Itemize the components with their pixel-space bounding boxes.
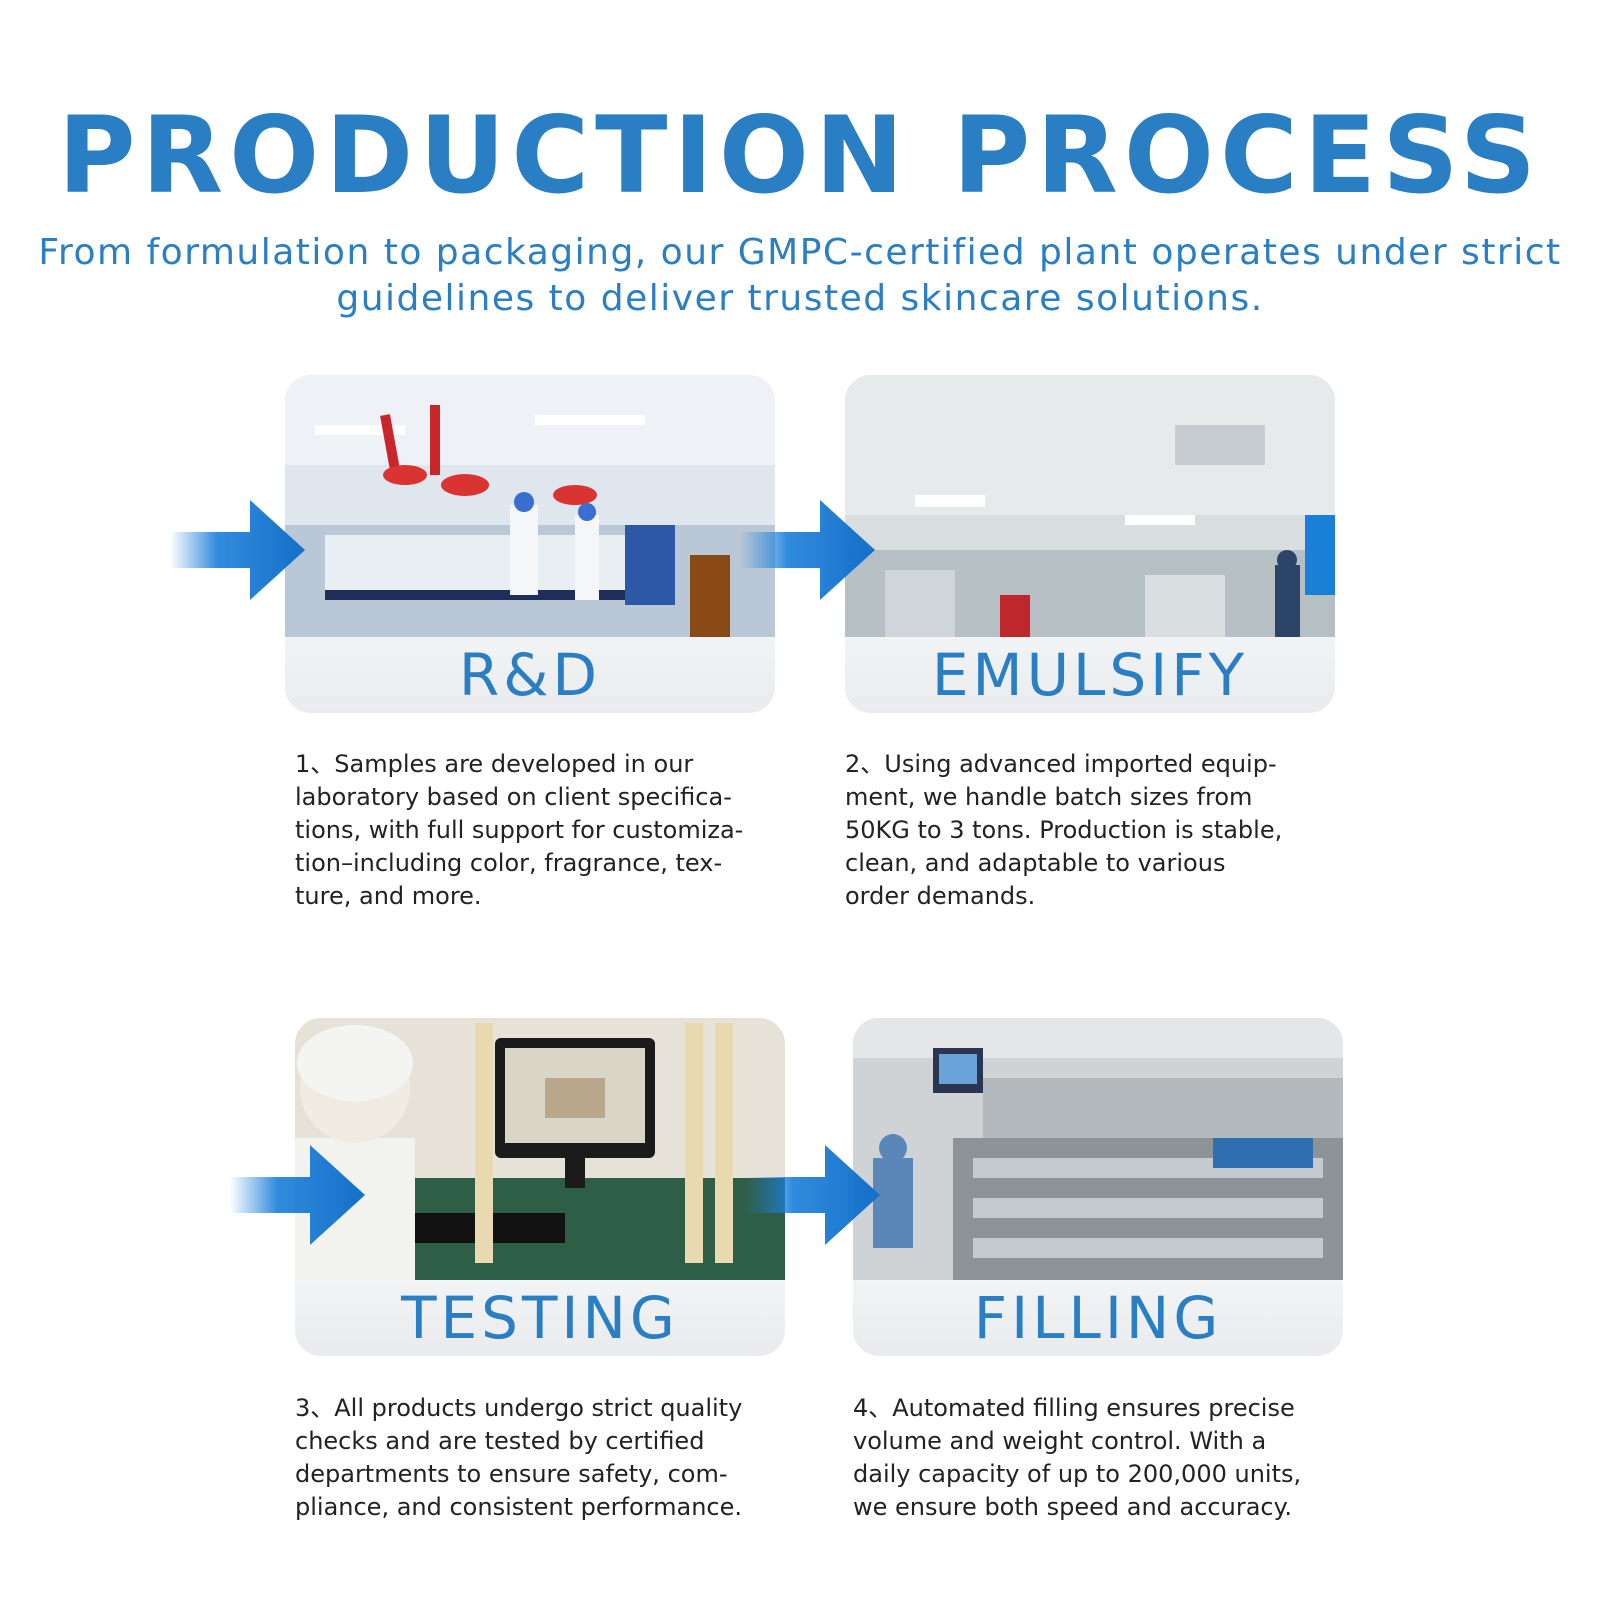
step-card-filling: FILLING <box>853 1018 1343 1356</box>
filling-machine-photo <box>853 1018 1343 1280</box>
step-label-rnd: R&D <box>458 641 602 709</box>
step-card-testing: TESTING <box>295 1018 785 1356</box>
testing-lab-photo <box>295 1018 785 1280</box>
emulsify-plant-photo <box>845 375 1335 637</box>
page-subtitle: From formulation to packaging, our GMPC-… <box>0 230 1600 322</box>
testing-label-band <box>295 1280 785 1356</box>
right-arrow-icon <box>745 1145 880 1245</box>
step-description-filling: 4、Automated filling ensures precise volu… <box>853 1394 1302 1521</box>
emulsify-label-band <box>845 637 1335 713</box>
step-description-testing: 3、All products undergo strict quality ch… <box>295 1394 743 1521</box>
rnd-lab-photo <box>285 375 775 637</box>
page-title: PRODUCTION PROCESS <box>57 94 1543 217</box>
step-card-emulsify: EMULSIFY <box>845 375 1335 713</box>
filling-label-band <box>853 1280 1343 1356</box>
right-arrow-icon <box>170 500 305 600</box>
step-description-emulsify: 2、Using advanced imported equip- ment, w… <box>845 750 1283 910</box>
subtitle-line-1: From formulation to packaging, our GMPC-… <box>38 232 1562 273</box>
step-label-filling: FILLING <box>973 1284 1223 1352</box>
step-label-testing: TESTING <box>401 1284 679 1352</box>
step-label-emulsify: EMULSIFY <box>931 641 1249 709</box>
rnd-label-band <box>285 637 775 713</box>
step-card-rnd: R&D <box>285 375 775 713</box>
right-arrow-icon <box>230 1145 365 1245</box>
subtitle-line-2: guidelines to deliver trusted skincare s… <box>336 278 1264 319</box>
step-description-rnd: 1、Samples are developed in our laborator… <box>295 750 744 910</box>
right-arrow-icon <box>740 500 875 600</box>
